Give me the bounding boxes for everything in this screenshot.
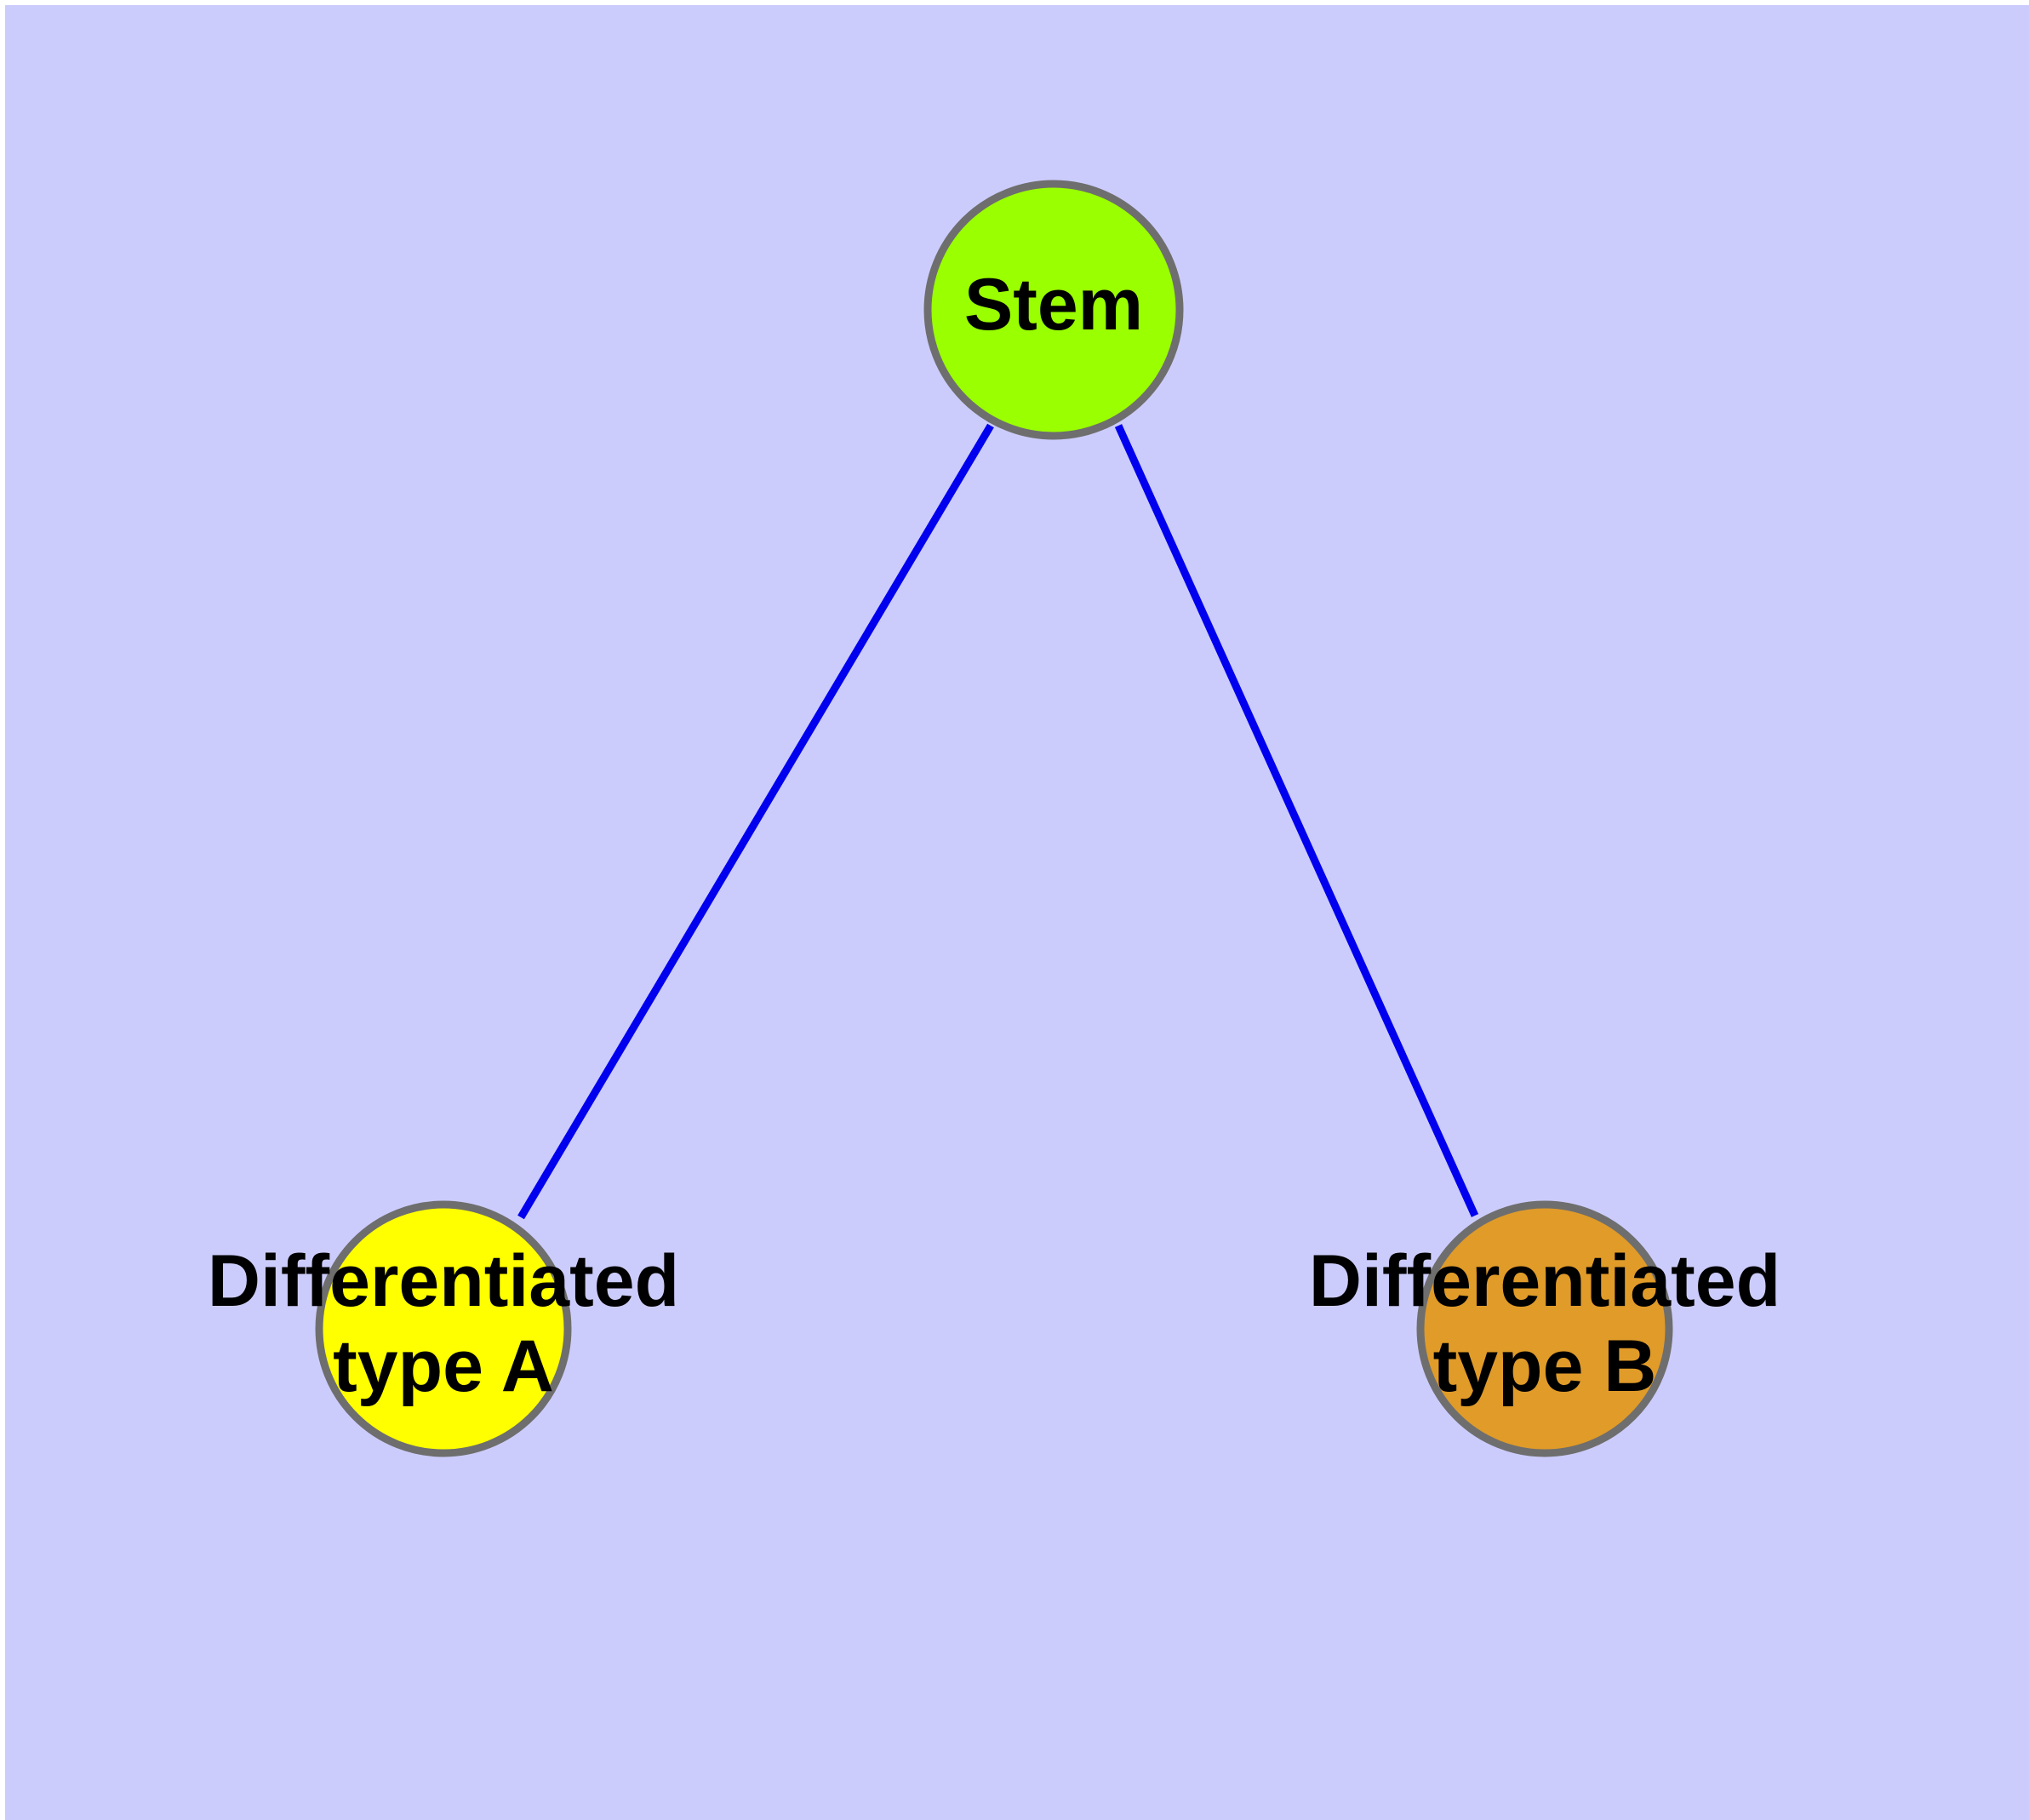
node-label-line: type A xyxy=(333,1325,554,1407)
node-label-line: Differentiated xyxy=(1309,1240,1780,1322)
edges-layer xyxy=(517,423,1479,1220)
graph-node-diff_a[interactable] xyxy=(315,1200,572,1457)
graph-node-diff_b[interactable] xyxy=(1416,1200,1673,1457)
node-circle-diff_a[interactable] xyxy=(315,1200,572,1457)
node-label-line: Differentiated xyxy=(208,1240,679,1322)
graph-edge-stem-to-a xyxy=(517,423,994,1220)
node-label-stem: Stem xyxy=(964,264,1143,346)
graph-node-stem[interactable] xyxy=(923,180,1184,440)
graph-edge-stem-to-b xyxy=(1114,424,1479,1217)
node-circle-diff_b[interactable] xyxy=(1416,1200,1673,1457)
node-label-line: Stem xyxy=(964,264,1143,346)
node-label-line: type B xyxy=(1433,1325,1657,1407)
node-circle-stem[interactable] xyxy=(923,180,1184,440)
